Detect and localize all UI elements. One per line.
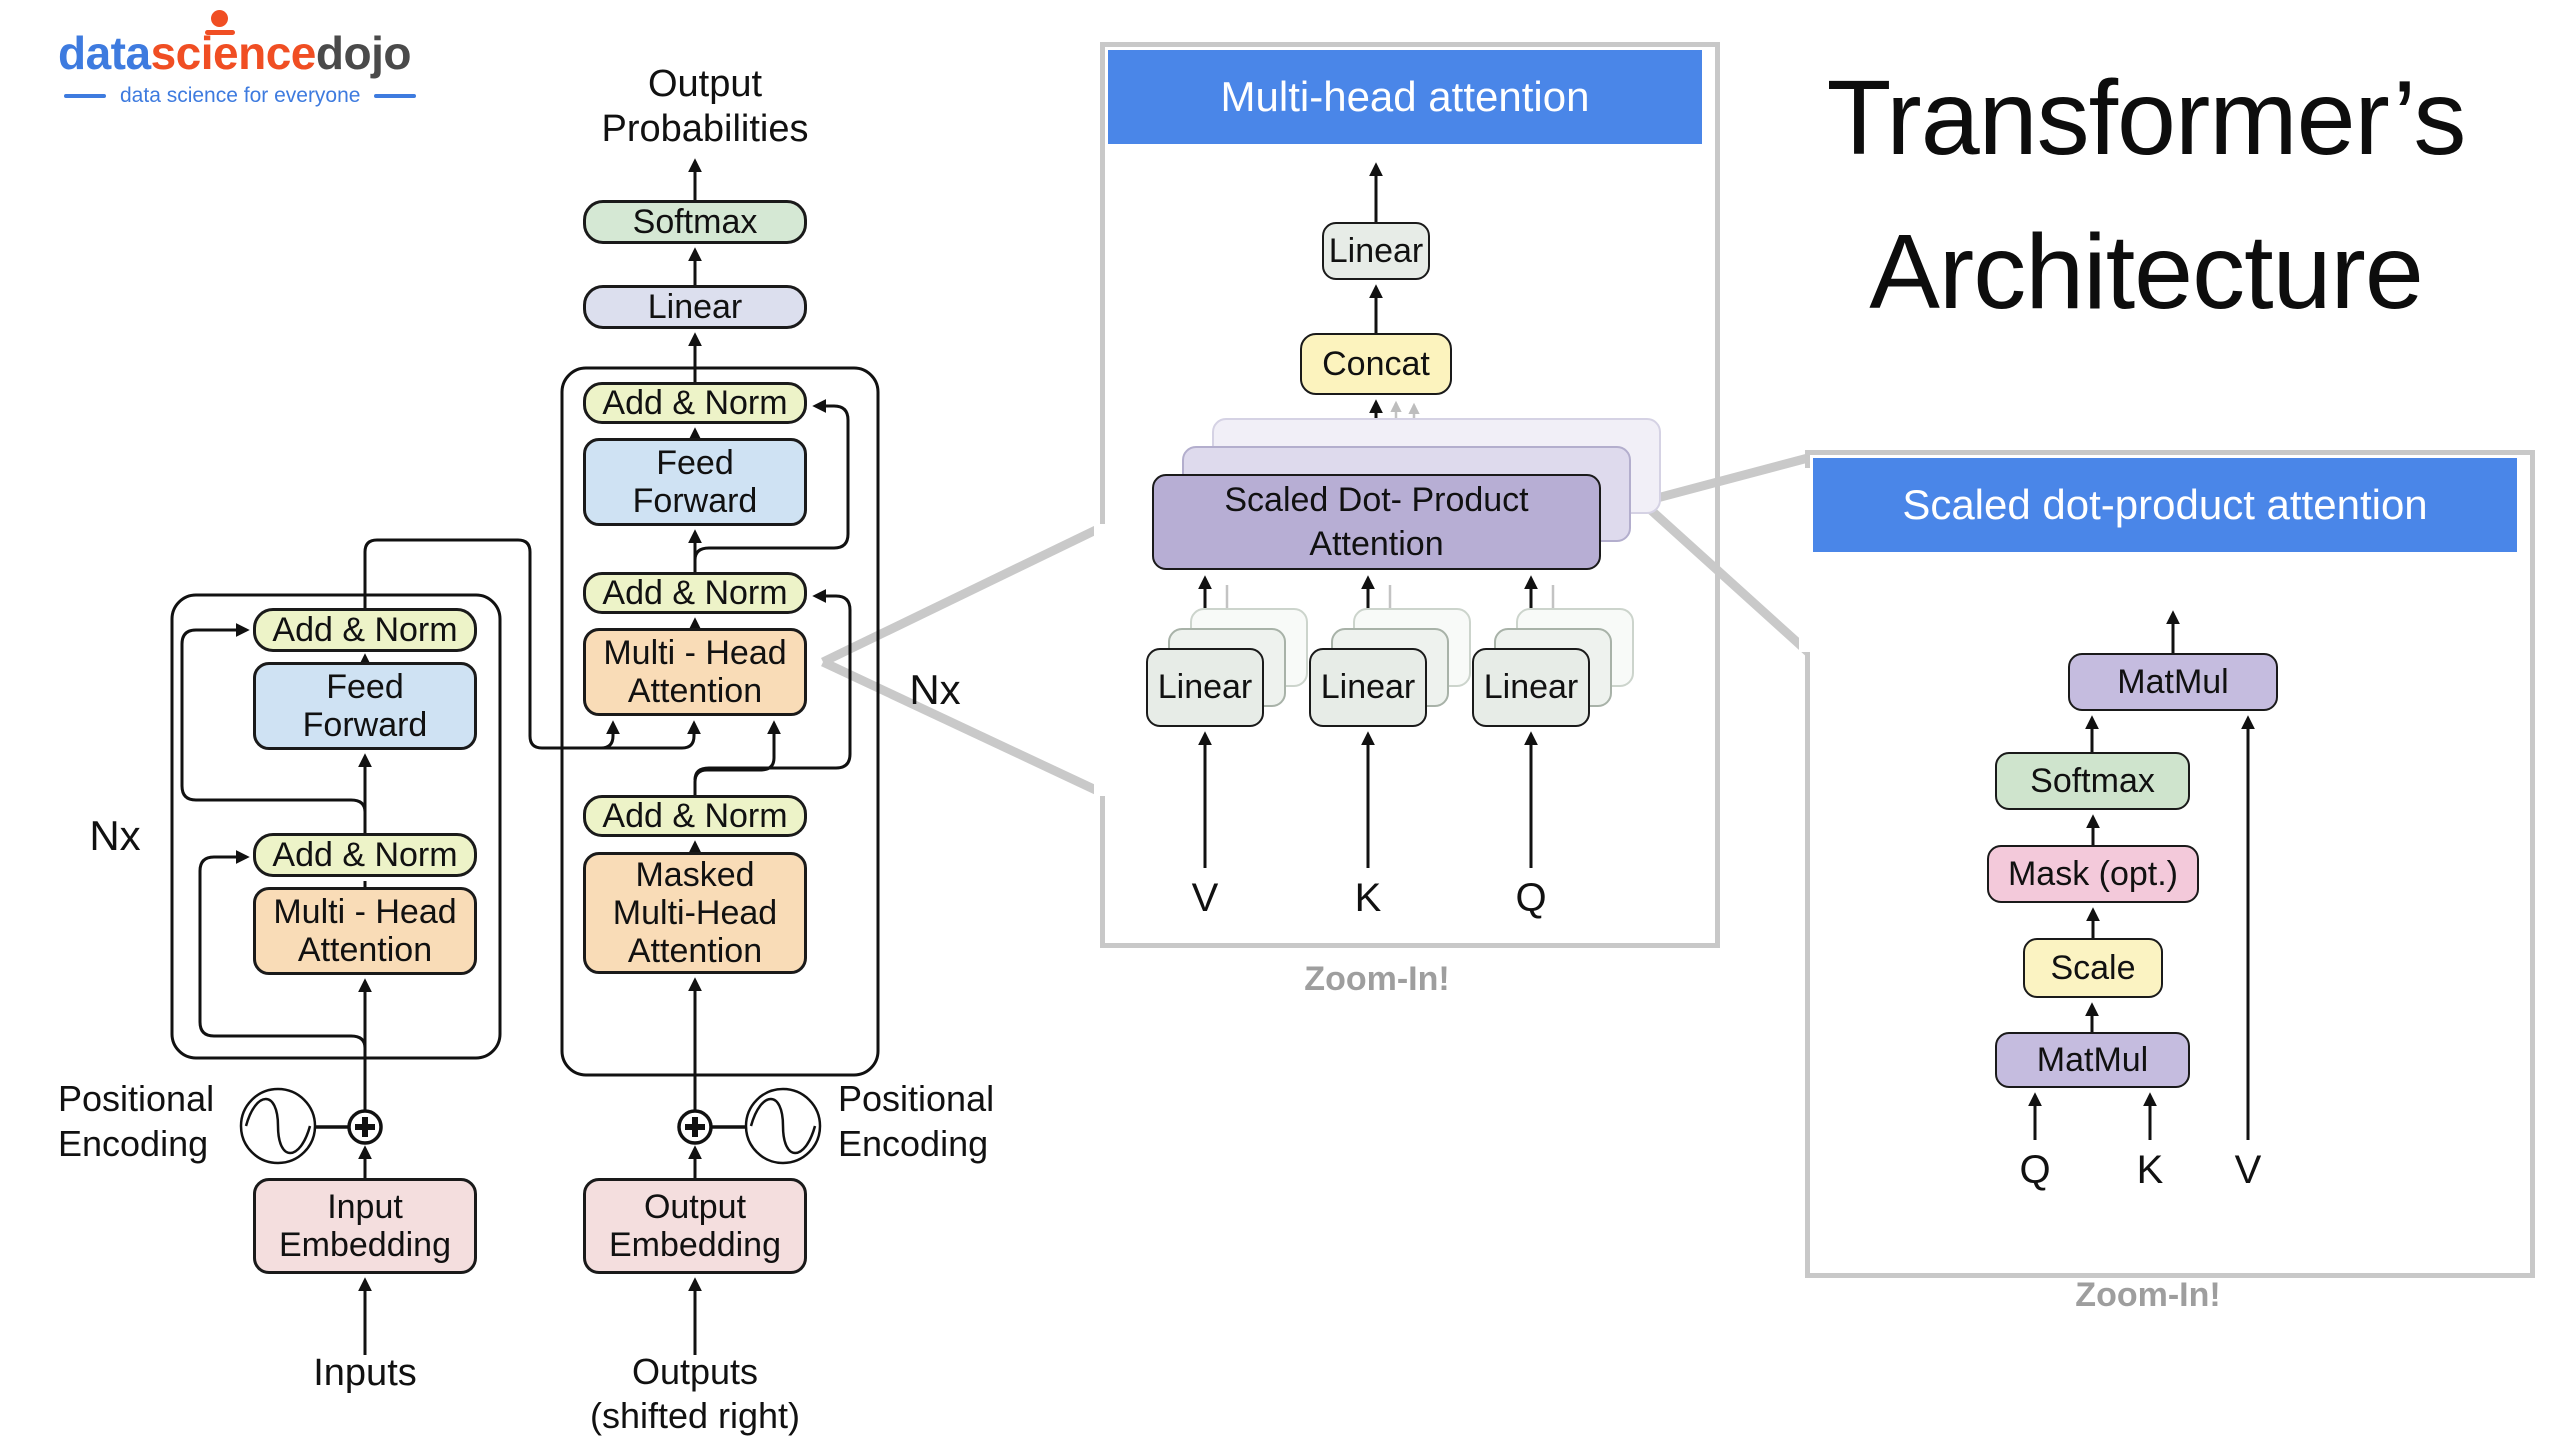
k-label: K bbox=[1354, 876, 1382, 920]
outputs-label: Outputs (shifted right) bbox=[589, 1351, 801, 1436]
concat-box: Concat bbox=[1300, 333, 1452, 395]
datasciencedojo-logo: datasciencedojo data science for everyon… bbox=[58, 10, 417, 108]
input-embedding-box: Input Embedding bbox=[253, 1178, 477, 1274]
q-label: Q bbox=[1515, 876, 1547, 920]
matmul-top-box: MatMul bbox=[2068, 653, 2278, 711]
logo-tagline: data science for everyone bbox=[120, 84, 361, 107]
title-line-1: Transformer’s bbox=[1826, 59, 2467, 177]
decoder-feed-forward-box: Feed Forward bbox=[583, 438, 807, 526]
multihead-panel-header: Multi-head attention bbox=[1108, 50, 1702, 144]
inputs-label: Inputs bbox=[313, 1352, 417, 1394]
sdpa-softmax-box: Softmax bbox=[1995, 752, 2190, 810]
sdpa-panel-header: Scaled dot-product attention bbox=[1813, 458, 2517, 552]
logo-tagline-row: data science for everyone bbox=[64, 84, 417, 108]
decoder-add-norm-bottom-box: Add & Norm bbox=[583, 795, 807, 837]
multihead-linear-q-box: Linear bbox=[1472, 648, 1590, 727]
sdpa-k-label: K bbox=[2136, 1148, 2164, 1192]
positional-encoding-symbols bbox=[239, 1087, 822, 1165]
decoder-add-norm-middle-box: Add & Norm bbox=[583, 572, 807, 614]
positional-encoding-label-left: Positional Encoding bbox=[58, 1078, 215, 1165]
matmul-bottom-box: MatMul bbox=[1995, 1032, 2190, 1088]
sdpa-v-label: V bbox=[2234, 1148, 2262, 1192]
decoder-add-norm-top-box: Add & Norm bbox=[583, 382, 807, 424]
zoom-in-label-sdpa: Zoom-In! bbox=[2075, 1276, 2221, 1314]
encoder-add-norm-bottom-box: Add & Norm bbox=[253, 833, 477, 877]
encoder-add-norm-top-box: Add & Norm bbox=[253, 608, 477, 652]
mask-opt-box: Mask (opt.) bbox=[1987, 845, 2199, 903]
decoder-flow-lines bbox=[688, 158, 852, 1355]
sdpa-panel bbox=[1805, 450, 2535, 1278]
multihead-attention-panel bbox=[1100, 42, 1720, 948]
nx-label-left: Nx bbox=[89, 812, 141, 859]
nx-label-right: Nx bbox=[909, 666, 961, 713]
encoder-flow-lines bbox=[180, 538, 701, 1355]
multihead-linear-top-box: Linear bbox=[1322, 222, 1430, 280]
sdpa-q-label: Q bbox=[2019, 1148, 2051, 1192]
positional-encoding-label-right: Positional Encoding bbox=[838, 1078, 995, 1165]
stack-outlines bbox=[170, 366, 880, 1077]
multihead-linear-k-box: Linear bbox=[1309, 648, 1427, 727]
page-title: Transformer’s Architecture bbox=[1760, 42, 2532, 349]
output-probabilities-label: Output Probabilities bbox=[601, 63, 809, 150]
multihead-panel-border-gap bbox=[1094, 524, 1107, 796]
logo-person-icon bbox=[211, 10, 228, 27]
logo-person-shoulders-icon bbox=[205, 30, 235, 35]
masked-multi-head-attention-box: Masked Multi-Head Attention bbox=[583, 852, 807, 974]
zoom-callout-wedges bbox=[821, 453, 1812, 797]
logo-dash-right bbox=[374, 94, 417, 98]
zoom-in-label-multihead: Zoom-In! bbox=[1304, 960, 1450, 998]
sdpa-panel-lines bbox=[2028, 610, 2255, 1140]
output-embedding-box: Output Embedding bbox=[583, 1178, 807, 1274]
v-label: V bbox=[1191, 876, 1219, 920]
logo-word-science: science bbox=[150, 27, 317, 79]
decoder-multi-head-attention-box: Multi - Head Attention bbox=[583, 628, 807, 716]
encoder-feed-forward-box: Feed Forward bbox=[253, 662, 477, 750]
logo-word-data: data bbox=[58, 27, 151, 79]
logo-wordmark: datasciencedojo bbox=[58, 26, 416, 80]
encoder-multi-head-attention-box: Multi - Head Attention bbox=[253, 887, 477, 975]
logo-dash-left bbox=[64, 94, 106, 98]
softmax-box: Softmax bbox=[583, 200, 807, 244]
scale-box: Scale bbox=[2023, 938, 2163, 998]
scaled-dot-product-attention-box: Scaled Dot- Product Attention bbox=[1152, 474, 1601, 570]
multihead-linear-v-box: Linear bbox=[1146, 648, 1264, 727]
logo-word-dojo: dojo bbox=[315, 27, 412, 79]
sdpa-panel-border-gap bbox=[1799, 468, 1812, 652]
title-line-2: Architecture bbox=[1869, 212, 2424, 331]
linear-box: Linear bbox=[583, 285, 807, 329]
